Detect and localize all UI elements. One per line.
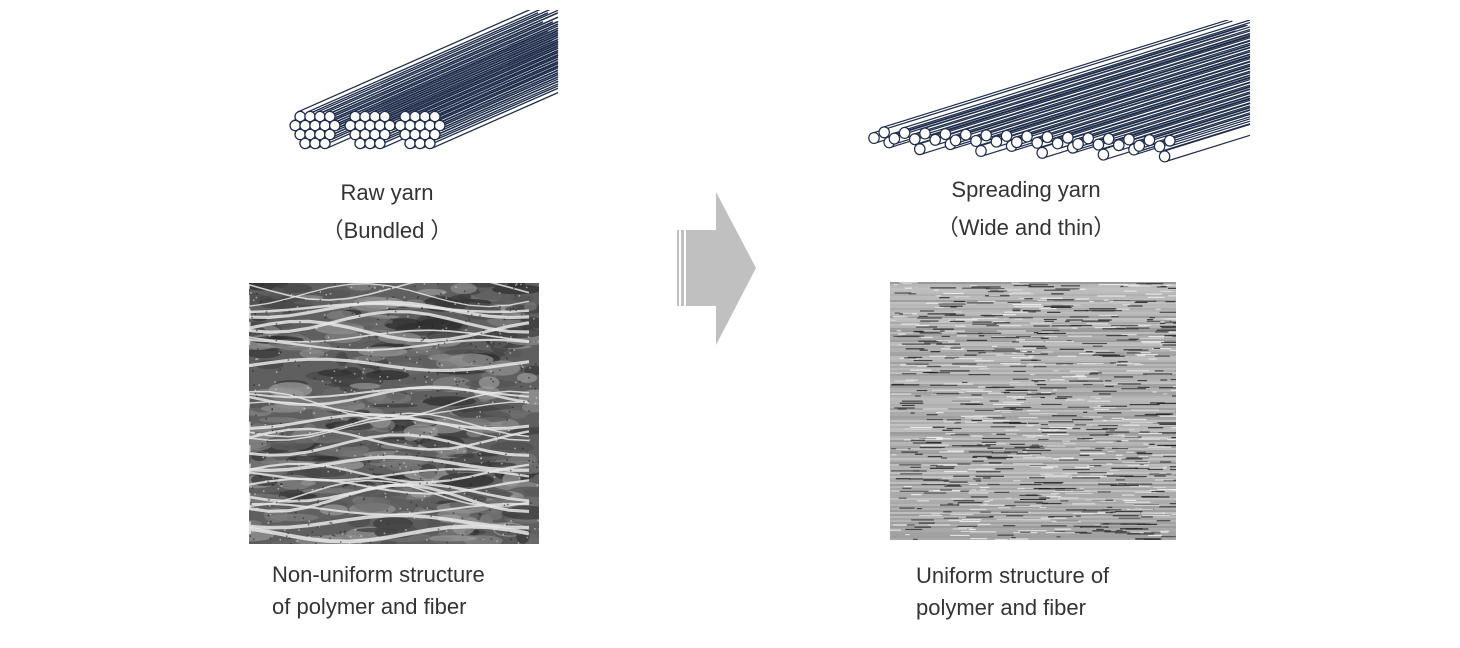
raw-yarn-subtitle: （Bundled ） [287, 212, 487, 250]
uniform-structure-label: Uniform structure of polymer and fiber [916, 560, 1109, 624]
raw-yarn-caption: Raw yarn （Bundled ） [287, 174, 487, 250]
fiber-ends [290, 111, 445, 148]
process-arrow [674, 190, 758, 348]
right-arrow-icon [674, 190, 758, 348]
spread-yarn-caption: Spreading yarn （Wide and thin） [906, 171, 1146, 247]
uniform-microstructure-image [890, 282, 1176, 540]
spread-fibers-icon [862, 20, 1252, 170]
spread-yarn-illustration [862, 20, 1252, 170]
spread-yarn-subtitle: （Wide and thin） [906, 209, 1146, 247]
non-uniform-structure-label: Non-uniform structure of polymer and fib… [272, 559, 485, 623]
raw-yarn-illustration [270, 10, 560, 170]
non-uniform-microstructure-image [249, 283, 539, 544]
bundled-fibers-icon [270, 10, 560, 170]
spread-yarn-title: Spreading yarn [906, 171, 1146, 209]
raw-yarn-title: Raw yarn [287, 174, 487, 212]
